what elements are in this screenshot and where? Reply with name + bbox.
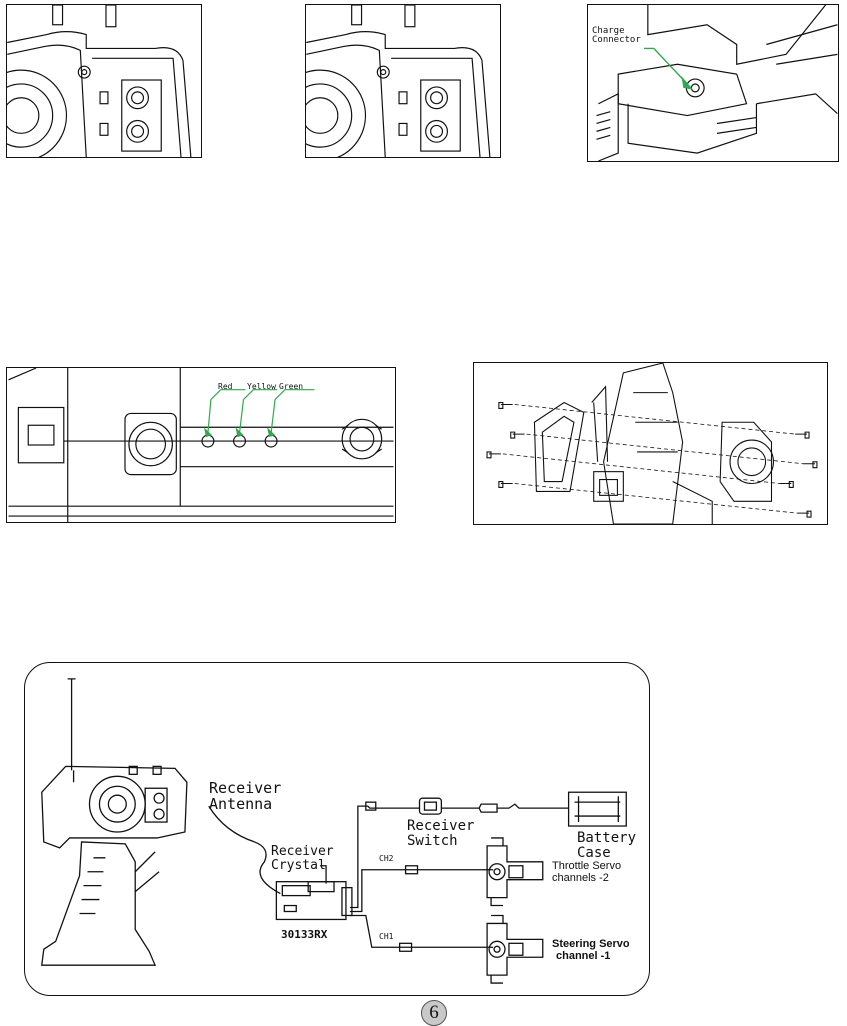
charge-connector-label: Charge Connector [592,27,641,46]
led-label-yellow: Yellow [247,383,276,391]
steering-servo-icon [487,915,543,983]
figure-exploded-assembly [473,362,828,525]
led-label-red: Red [218,383,232,391]
led-label-green: Green [279,383,303,391]
page-number: 6 [421,1000,447,1026]
receiver-model-label: 30133RX [281,929,327,941]
ch1-label: CH1 [379,933,393,941]
screw-icons-right [779,432,817,517]
figure-charge-connector: Charge Connector [587,4,839,162]
receiver-switch-icon [420,798,442,814]
receiver-switch-label: Receiver Switch [407,819,474,848]
exploded-assembly-drawing [474,363,827,524]
transmitter-ports-drawing [306,5,500,157]
receiver-antenna-wire [209,806,281,893]
figure-transmitter-ports-1 [6,4,202,158]
ch2-label: CH2 [379,855,393,863]
battery-case-label: Battery Case [577,831,636,860]
throttle-servo-icon [487,838,543,906]
throttle-servo-label: Throttle Servo channels -2 [552,861,621,884]
receiver-antenna-label: Receiver Antenna [209,781,281,813]
ch2-wire [350,870,493,912]
transmitter-illustration [42,679,187,965]
receiver-30133rx [276,882,352,920]
battery-case-icon [569,792,627,826]
led-indicators-drawing [7,368,395,522]
transmitter-ports-drawing [7,5,201,157]
receiver-crystal-label: Receiver Crystal [271,845,334,872]
figure-led-indicators: Red Yellow Green [6,367,396,523]
ch1-wire [350,915,493,947]
figure-transmitter-ports-2 [305,4,501,158]
battery-wire [497,804,569,808]
screw-icons-left [487,403,525,488]
steering-servo-label: Steering Servo channel -1 [552,939,630,962]
receiver-switch-wire-right [441,804,497,812]
wiring-diagram: Receiver Antenna Receiver Crystal 30133R… [24,662,650,996]
